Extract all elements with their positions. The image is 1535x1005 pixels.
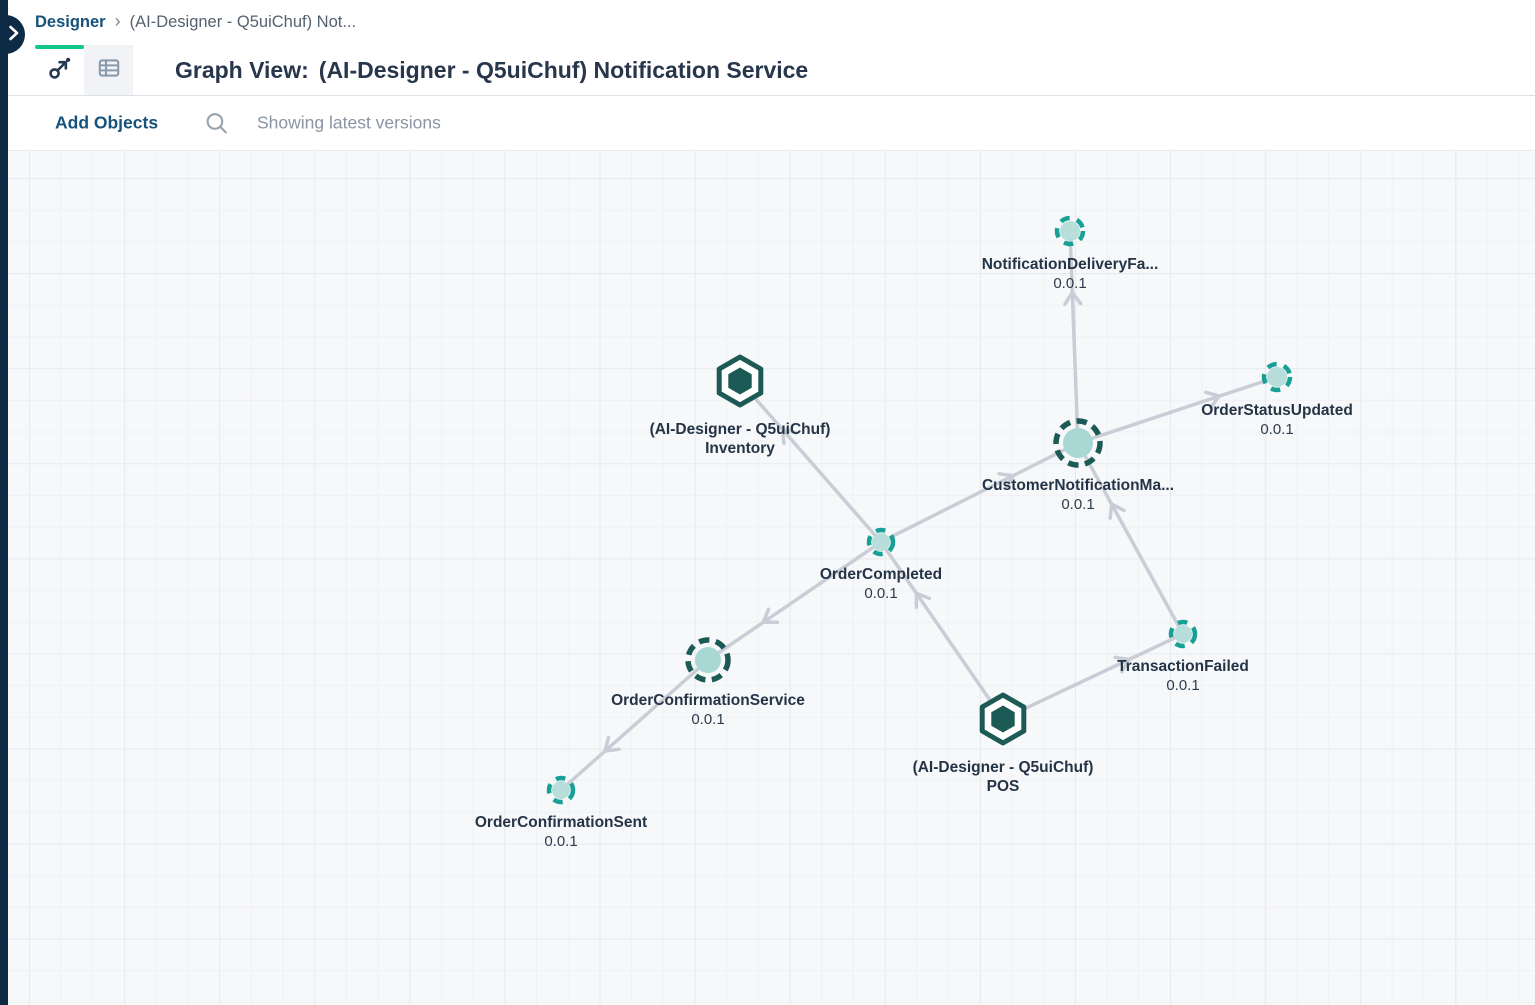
node-label-line2: Inventory bbox=[705, 440, 775, 457]
graph-svg: NotificationDeliveryFa...0.0.1OrderStatu… bbox=[475, 215, 1353, 850]
node-version: 0.0.1 bbox=[1166, 677, 1199, 694]
node-label: NotificationDeliveryFa... bbox=[982, 256, 1159, 273]
chevron-right-icon bbox=[0, 25, 21, 44]
node-order_completed[interactable]: OrderCompleted 0.0.1 bbox=[820, 527, 942, 602]
breadcrumb-designer-link[interactable]: Designer bbox=[35, 12, 106, 31]
node-transaction_failed[interactable]: TransactionFailed 0.0.1 bbox=[1117, 619, 1249, 694]
page-title-prefix: Graph View: bbox=[175, 56, 309, 83]
node-label: OrderStatusUpdated bbox=[1201, 402, 1353, 419]
graph-edge-pos_service-to-order_completed bbox=[879, 541, 1005, 720]
node-version: 0.0.1 bbox=[1260, 421, 1293, 438]
node-label: (AI-Designer - Q5uiChuf) bbox=[913, 759, 1094, 776]
node-label: OrderConfirmationSent bbox=[475, 814, 647, 831]
node-label-line2: POS bbox=[987, 778, 1020, 795]
view-tabs bbox=[35, 45, 133, 95]
search-icon bbox=[204, 113, 229, 139]
node-label: (AI-Designer - Q5uiChuf) bbox=[650, 421, 831, 438]
node-label: CustomerNotificationMa... bbox=[982, 477, 1174, 494]
graph-edge-order_completed-to-order_confirmation_service bbox=[707, 540, 882, 662]
node-notification_delivery_failed[interactable]: NotificationDeliveryFa... 0.0.1 bbox=[982, 215, 1159, 292]
header-divider bbox=[8, 95, 1535, 96]
table-view-icon bbox=[96, 55, 122, 86]
node-order_confirmation_service[interactable]: OrderConfirmationService 0.0.1 bbox=[611, 637, 805, 728]
node-order_status_updated[interactable]: OrderStatusUpdated 0.0.1 bbox=[1201, 361, 1353, 438]
node-order_confirmation_sent[interactable]: OrderConfirmationSent 0.0.1 bbox=[475, 775, 647, 850]
node-version: 0.0.1 bbox=[544, 833, 577, 850]
tab-table-view[interactable] bbox=[84, 45, 133, 95]
graph-view-icon bbox=[47, 55, 73, 86]
header: Designer › (AI-Designer - Q5uiChuf) Not.… bbox=[8, 0, 1535, 150]
graph-edge-order_completed-to-customer_notification_manager bbox=[880, 441, 1079, 544]
graph-edge-customer_notification_manager-to-order_status_updated bbox=[1077, 375, 1278, 445]
node-customer_notification_manager[interactable]: CustomerNotificationMa... 0.0.1 bbox=[982, 418, 1174, 513]
add-objects-button[interactable]: Add Objects bbox=[55, 112, 159, 133]
page-title-name: (AI-Designer - Q5uiChuf) Notification Se… bbox=[318, 56, 809, 83]
tab-graph-view[interactable] bbox=[35, 45, 84, 95]
breadcrumb-current-page: (AI-Designer - Q5uiChuf) Not... bbox=[129, 12, 357, 31]
breadcrumb: Designer › (AI-Designer - Q5uiChuf) Not.… bbox=[35, 12, 356, 32]
graph-edge-order_completed-to-inventory_service bbox=[738, 379, 883, 544]
node-version: 0.0.1 bbox=[691, 711, 724, 728]
search-button[interactable] bbox=[204, 111, 229, 136]
graph-edge-customer_notification_manager-to-notification_delivery_failed bbox=[1063, 230, 1083, 444]
page-title: Graph View: (AI-Designer - Q5uiChuf) Not… bbox=[175, 45, 808, 95]
versions-status-text: Showing latest versions bbox=[257, 112, 441, 133]
node-version: 0.0.1 bbox=[1053, 275, 1086, 292]
graph-edge-order_confirmation_service-to-order_confirmation_sent bbox=[559, 658, 710, 792]
node-version: 0.0.1 bbox=[864, 585, 897, 602]
node-version: 0.0.1 bbox=[1061, 496, 1094, 513]
node-inventory_service[interactable]: (AI-Designer - Q5uiChuf) Inventory bbox=[650, 354, 831, 457]
left-rail bbox=[0, 0, 8, 1005]
node-label: TransactionFailed bbox=[1117, 658, 1249, 675]
graph-edge-pos_service-to-transaction_failed bbox=[1002, 632, 1184, 721]
graph-edge-transaction_failed-to-customer_notification_manager bbox=[1076, 442, 1185, 635]
node-pos_service[interactable]: (AI-Designer - Q5uiChuf) POS bbox=[913, 692, 1094, 795]
toolbar: Add Objects Showing latest versions bbox=[8, 96, 1535, 150]
node-label: OrderConfirmationService bbox=[611, 692, 805, 709]
breadcrumb-separator-icon: › bbox=[114, 11, 121, 31]
node-label: OrderCompleted bbox=[820, 566, 942, 583]
